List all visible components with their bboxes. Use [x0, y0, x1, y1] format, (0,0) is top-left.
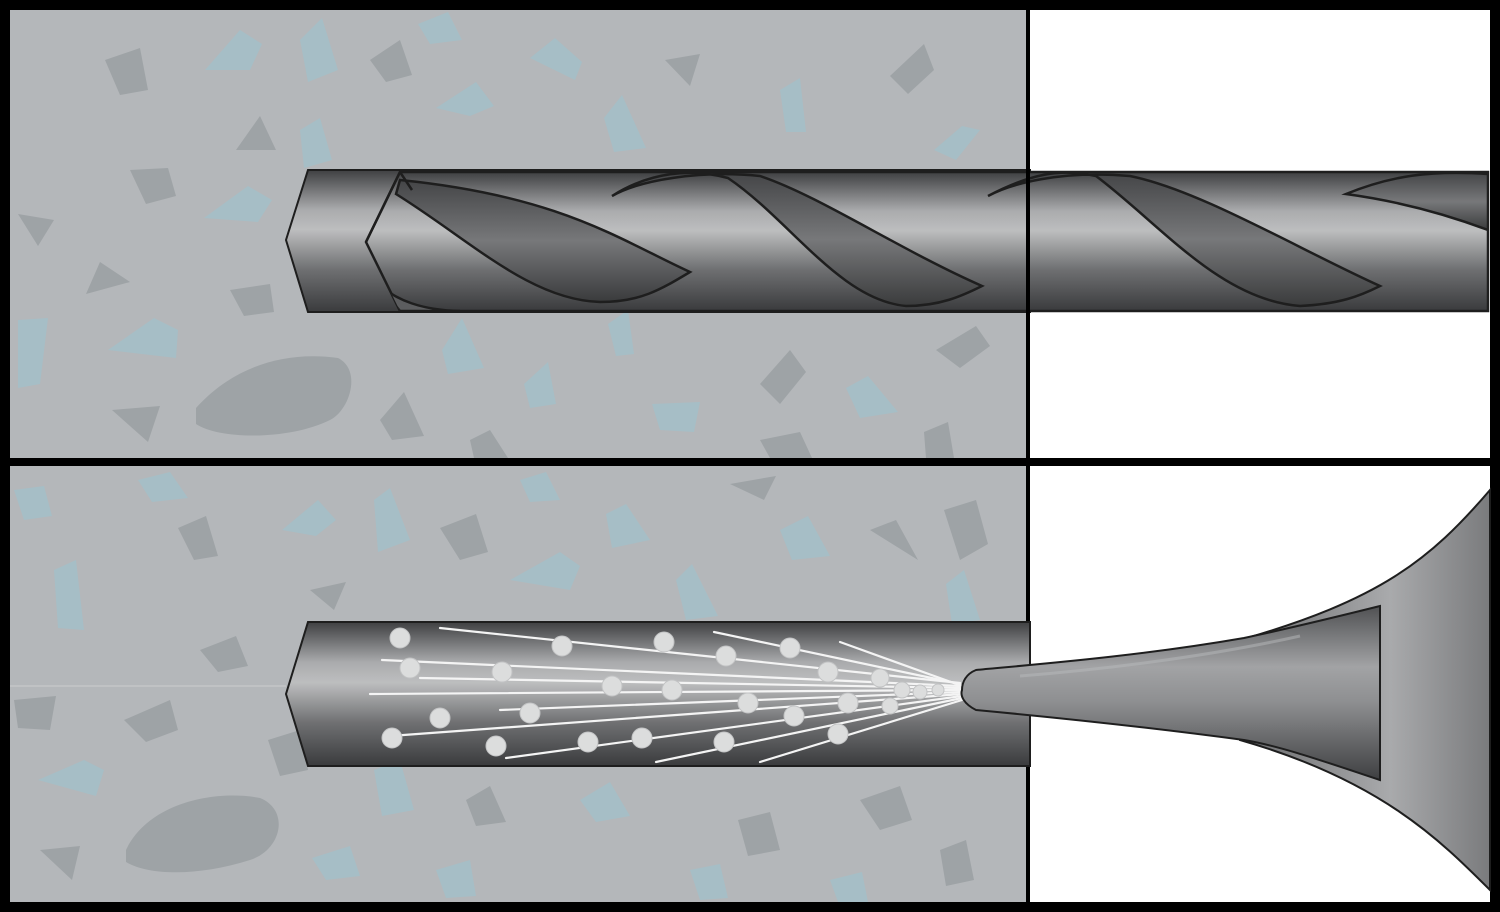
drill-cutting-edge	[364, 169, 414, 243]
blow-out-nozzle	[960, 487, 1491, 893]
drill-bit	[364, 169, 1490, 313]
drill-flute	[394, 178, 693, 304]
drill-flute	[611, 172, 985, 308]
wall-surface-line	[1026, 10, 1030, 902]
panel-divider	[0, 458, 1500, 466]
aggregate-stones-top	[18, 12, 990, 458]
nozzle-tube	[960, 604, 1381, 782]
aggregate-stones-bottom	[14, 472, 988, 902]
drill-flute	[987, 172, 1383, 308]
drill-flute	[1341, 172, 1488, 232]
panel-cleaning	[10, 466, 1491, 902]
air-particles	[381, 627, 945, 757]
nozzle-highlight	[1019, 634, 1301, 678]
panel-drilling	[10, 10, 1490, 458]
